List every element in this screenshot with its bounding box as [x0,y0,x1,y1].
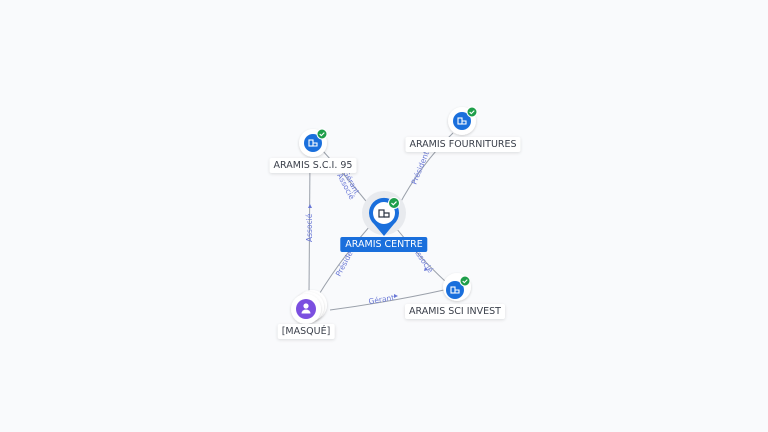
building-icon [450,286,460,294]
edge-sci95-center[interactable] [321,149,371,207]
node-label-masque[interactable]: [MASQUÉ] [277,324,335,339]
building-icon [457,117,467,125]
verified-check-icon [466,106,478,118]
verified-check-icon [459,275,471,287]
edge-person-center[interactable] [317,225,371,297]
edge-person-sci95[interactable] [308,157,311,295]
node-label-aramis-sci-95[interactable]: ARAMIS S.C.I. 95 [269,158,357,173]
edge-person-invest[interactable] [329,289,445,311]
node-label-aramis-fournitures[interactable]: ARAMIS FOURNITURES [405,137,521,152]
node-aramis-fournitures[interactable] [448,106,478,135]
edge-label-person-invest: Gérant [368,293,395,306]
node-label-aramis-sci-invest[interactable]: ARAMIS SCI INVEST [405,304,505,319]
verified-check-icon [316,128,328,140]
arrow-person-sci95 [308,204,312,208]
edge-center-invest[interactable] [395,227,447,283]
node-aramis-centre[interactable] [362,191,406,236]
arrow-person-invest [394,294,398,298]
edge-label-person-sci95: Associé [305,213,314,242]
node-aramis-sci-95[interactable] [299,128,328,157]
building-icon [308,139,318,147]
building-icon [378,209,390,218]
node-label-aramis-centre[interactable]: ARAMIS CENTRE [340,237,428,252]
arrow-center-invest [424,267,428,271]
person-icon [301,303,311,314]
edge-arrows [308,204,428,298]
node-aramis-sci-invest[interactable] [443,273,471,301]
edge-label-fournitures-center: Président [410,150,431,186]
node-masque-person[interactable] [291,290,327,324]
verified-check-icon [388,197,400,209]
